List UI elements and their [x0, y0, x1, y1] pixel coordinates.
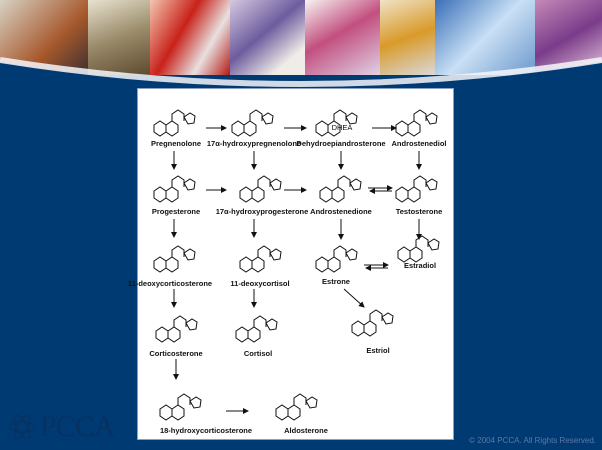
compound-label: 11-deoxycorticosterone: [127, 279, 213, 288]
structures: [153, 109, 440, 421]
compound-label: Dehydroepiandrosterone: [296, 139, 386, 148]
compound-label: Testosterone: [395, 207, 443, 216]
copyright-text: © 2004 PCCA. All Rights Reserved.: [469, 436, 596, 445]
compound-label: Estriol: [366, 346, 390, 355]
compound-label: Aldosterone: [284, 426, 328, 435]
compound-label: Corticosterone: [149, 349, 203, 358]
compound-label: Estradiol: [403, 261, 437, 270]
compound-label: Pregnenolone: [150, 139, 202, 148]
compound-label: Androstenedione: [310, 207, 372, 216]
dhea-tag: DHEA: [331, 123, 353, 132]
compound-label: Cortisol: [243, 349, 273, 358]
steroid-pathway-diagram: DHEA Pregnenolone 17α-hydroxypregnenolon…: [128, 88, 454, 440]
pcca-logo: PCCA: [8, 410, 115, 444]
compound-label: Progesterone: [151, 207, 201, 216]
compound-label: 17α-hydroxypregnenolone: [206, 139, 302, 148]
photo-banner: [0, 0, 602, 100]
compound-label: Androstenediol: [391, 139, 447, 148]
compound-label: 17α-hydroxyprogesterone: [215, 207, 309, 216]
compound-label: 18-hydroxycorticosterone: [159, 426, 253, 435]
atom-icon: [8, 414, 36, 440]
arrows: [171, 125, 422, 414]
logo-text: PCCA: [40, 410, 115, 443]
compound-label: 11-deoxycortisol: [230, 279, 290, 288]
compound-label: Estrone: [322, 277, 350, 286]
